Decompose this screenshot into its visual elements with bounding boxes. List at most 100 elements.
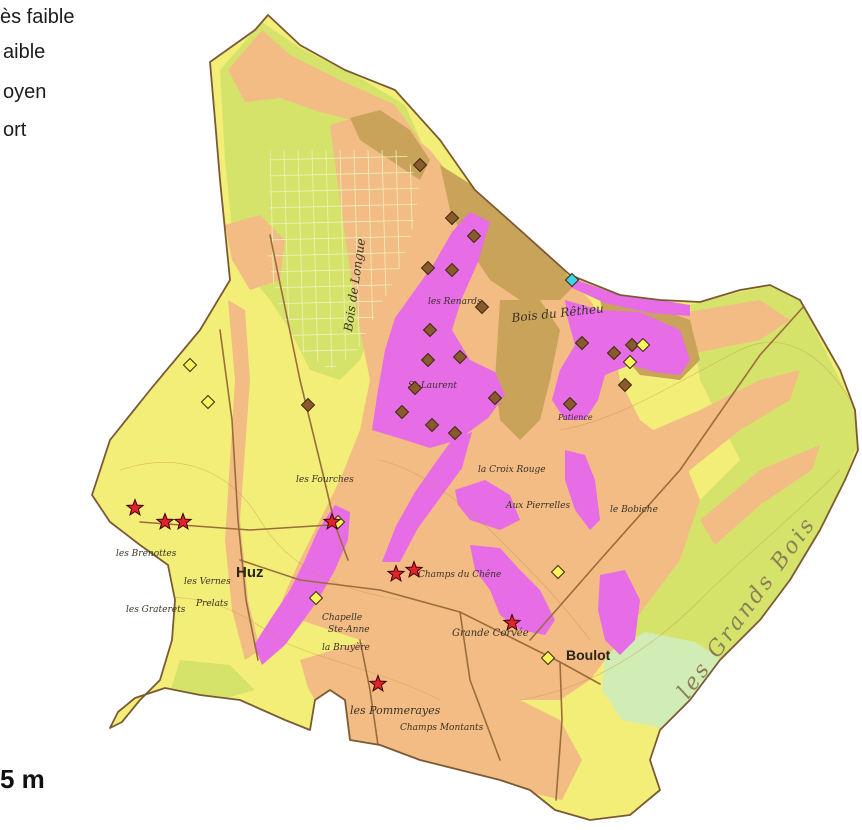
red-star-icon — [125, 498, 145, 517]
place-label-graterets: les Graterets — [126, 605, 186, 615]
legend-item-high: ort — [3, 119, 27, 141]
roads — [139, 234, 806, 801]
brown-diamond-icon — [574, 335, 590, 351]
yellow-diamond-icon — [200, 394, 216, 410]
brown-diamond-icon — [447, 425, 463, 441]
brown-diamond-icon — [444, 262, 460, 278]
red-star-icon — [155, 512, 175, 531]
brown-diamond-icon — [452, 349, 468, 365]
zone-tan — [700, 445, 820, 545]
forest-grid-line — [268, 171, 420, 177]
legend-item-very-low: ès faible — [0, 6, 75, 28]
place-label-fourches: les Fourches — [296, 475, 354, 485]
yellow-diamond-icon — [622, 354, 638, 370]
forest-grid-line — [325, 150, 333, 370]
red-star-icon — [368, 674, 388, 693]
zone-magenta — [470, 545, 555, 635]
brown-diamond-icon — [617, 377, 633, 393]
place-label-patience: Patience — [557, 413, 593, 422]
brown-diamond-icon — [394, 404, 410, 420]
forest-grid — [268, 150, 420, 370]
brown-diamond-icon — [422, 322, 438, 338]
place-label-ste-anne: Ste-Anne — [328, 625, 370, 635]
forest-grid-line — [268, 203, 420, 209]
brown-diamond-icon — [466, 228, 482, 244]
red-star-icon — [322, 512, 342, 531]
place-label-champs-chene: Champs du Chêne — [418, 569, 501, 580]
cyan-diamond-icon — [564, 272, 580, 288]
markers — [125, 157, 651, 693]
road — [529, 304, 806, 641]
place-label-huz: Huz — [236, 564, 264, 581]
brown-diamond-icon — [424, 417, 440, 433]
zone-tan — [630, 370, 800, 500]
red-star-icon — [173, 512, 193, 531]
red-star-icon — [386, 564, 406, 583]
forest-grid-line — [268, 155, 420, 161]
road — [139, 521, 331, 531]
yellow-diamond-icon — [182, 357, 198, 373]
zone-magenta — [382, 432, 472, 562]
place-label-pommerayes: les Pommerayes — [350, 704, 441, 717]
brown-diamond-icon — [487, 390, 503, 406]
place-label-boulot: Boulot — [566, 647, 611, 663]
contour-line — [519, 469, 841, 701]
red-star-icon — [404, 560, 424, 579]
place-label-renards: les Renards — [428, 297, 482, 307]
zone-magenta — [552, 300, 690, 420]
road — [459, 611, 501, 761]
brown-diamond-icon — [624, 337, 640, 353]
yellow-diamond-icon — [308, 590, 324, 606]
forest-grid-line — [268, 219, 420, 225]
place-label-bobiche: le Bobiche — [610, 505, 658, 515]
scale-bar-label: 5 m — [0, 764, 45, 794]
contour-line — [139, 597, 441, 701]
place-label-chapelle: Chapelle — [322, 613, 362, 623]
forest-grid-line — [311, 150, 319, 370]
forest-grid-line — [268, 251, 420, 257]
zone-magenta — [254, 505, 350, 665]
zone-tan — [225, 300, 260, 660]
place-label-croix-rouge: la Croix Rouge — [478, 465, 546, 475]
brown-diamond-icon — [474, 299, 490, 315]
brown-diamond-icon — [407, 380, 423, 396]
commune-boundary — [91, 14, 859, 821]
zone-green — [170, 660, 255, 700]
forest-grid-line — [268, 187, 420, 193]
place-label-st-laurent: St-Laurent — [408, 381, 457, 391]
place-label-pierrelles: Aux Pierrelles — [505, 501, 571, 511]
zone-tan — [300, 640, 582, 800]
road — [269, 234, 349, 561]
forest-grid-line — [297, 150, 305, 370]
road — [219, 329, 259, 661]
brown-diamond-icon — [562, 396, 578, 412]
contour-line — [559, 342, 851, 431]
red-star-icon — [502, 613, 522, 632]
zone-olive — [495, 300, 560, 440]
brown-diamond-icon — [420, 260, 436, 276]
legend-item-medium: oyen — [3, 81, 47, 103]
zone-pale-green — [602, 632, 722, 728]
forest-grid-line — [339, 150, 347, 370]
legend-item-low: aible — [3, 41, 46, 63]
zone-magenta — [598, 570, 640, 655]
brown-diamond-icon — [606, 345, 622, 361]
zone-olive — [440, 165, 575, 300]
yellow-diamond-icon — [635, 337, 651, 353]
yellow-diamond-icon — [550, 564, 566, 580]
road — [555, 661, 563, 801]
place-label-prelats: Prelats — [195, 599, 229, 609]
forest-grid-line — [268, 235, 420, 241]
brown-diamond-icon — [420, 352, 436, 368]
place-label-brenottes: les Brenottes — [116, 549, 177, 559]
zone-magenta — [565, 450, 600, 530]
place-label-vernes: les Vernes — [184, 577, 231, 587]
zone-magenta — [455, 480, 520, 530]
road — [359, 639, 379, 746]
brown-diamond-icon — [412, 157, 428, 173]
zone-tan — [225, 215, 285, 290]
zone-olive — [350, 110, 430, 180]
place-label-champs-montants: Champs Montants — [400, 723, 484, 733]
forest-grid-line — [268, 267, 420, 273]
